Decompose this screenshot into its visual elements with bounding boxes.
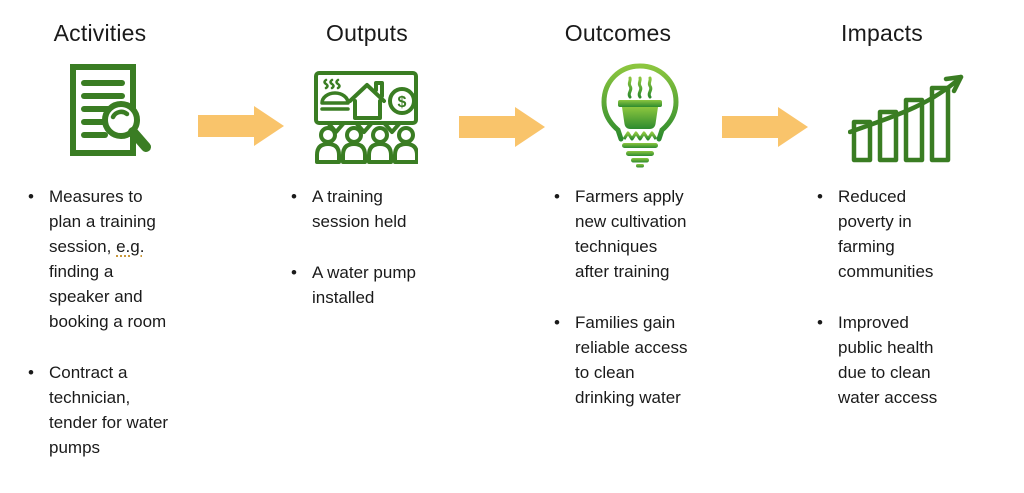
lightbulb-cooking-pot-icon	[601, 63, 679, 168]
list-item: Reduced poverty in farming communities	[813, 184, 946, 284]
outcomes-bullet-list: Farmers apply new cultivation techniques…	[550, 184, 693, 410]
right-block-arrow-icon	[459, 107, 545, 147]
list-item: Improved public health due to clean wate…	[813, 310, 946, 410]
growth-chart-icon	[848, 74, 964, 163]
list-item: A training session held	[287, 184, 422, 234]
column-title-outcomes: Outcomes	[564, 20, 672, 46]
column-title-impacts: Impacts	[841, 20, 923, 46]
column-title-activities: Activities	[53, 20, 147, 46]
column-title-outputs: Outputs	[326, 20, 408, 46]
bullet-text: Measures to plan a training session,	[49, 187, 156, 256]
community-needs-icon: $	[314, 71, 418, 164]
spellcheck-underlined-text: e.g.	[116, 237, 145, 256]
right-block-arrow-icon	[722, 107, 808, 147]
activities-bullet-list: Measures to plan a training session, e.g…	[24, 184, 169, 460]
list-item: Families gain reliable access to clean d…	[550, 310, 693, 410]
dollar-sign-glyph: $	[398, 94, 407, 111]
list-item: A water pump installed	[287, 260, 422, 310]
bullet-text: finding a speaker and booking a room	[49, 262, 167, 331]
list-item: Farmers apply new cultivation techniques…	[550, 184, 693, 284]
right-block-arrow-icon	[198, 106, 284, 146]
document-search-icon	[70, 64, 151, 156]
list-item: Contract a technician, tender for water …	[24, 360, 169, 460]
list-item: Measures to plan a training session, e.g…	[24, 184, 169, 334]
impacts-bullet-list: Reduced poverty in farming communities I…	[813, 184, 946, 410]
outputs-bullet-list: A training session held A water pump ins…	[287, 184, 422, 310]
